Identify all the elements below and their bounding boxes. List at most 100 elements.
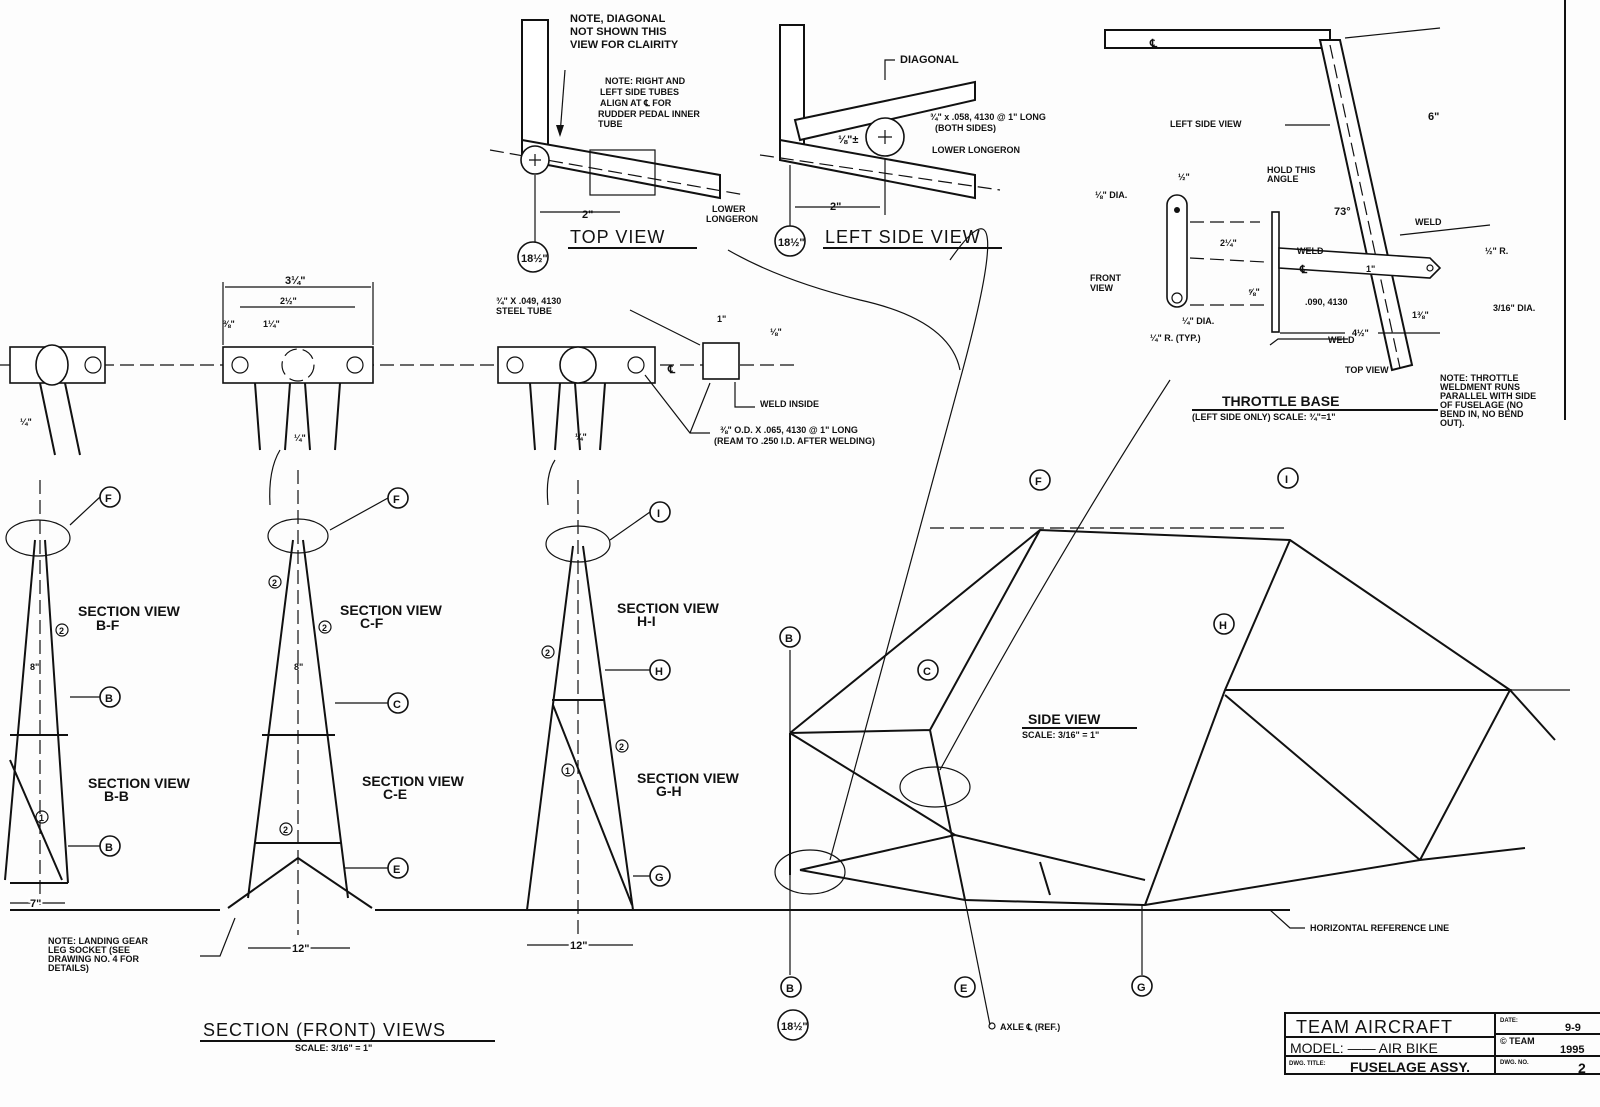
station-bubble: B [780,976,802,998]
station-bubble-part: C [923,666,931,678]
scale-label: SCALE: 3/16" = 1" [295,1043,372,1053]
station-bubble-part [1277,467,1299,489]
dimension-label: 8" [294,662,303,672]
note-text: LEG SOCKET (SEE [48,945,130,955]
station-bubble-part: H [655,666,663,678]
part-number-tag-part: 2 [59,626,64,636]
upper-tube [1104,29,1331,49]
part-number-tag-part [55,623,69,637]
dimension-label: 1⅜" [1412,310,1429,320]
view-title: THROTTLE BASE [1222,393,1339,409]
station-bubble-part: G [655,872,664,884]
dimension-label: ⅛" [770,327,782,337]
side-view-fuselage-part [1269,909,1305,929]
dimension-label: 2½" [280,296,297,306]
station-bubble: F [1029,469,1051,491]
dimension-label: 7" [30,898,41,910]
callout-text: FRONT [1090,273,1121,283]
diagonal-tube [793,80,976,142]
callout-text: ⅛" DIA. [1095,190,1127,200]
section-id: C-E [383,786,407,802]
bushing-square [702,342,740,380]
part-number-tag-part [615,739,629,753]
station-bubble: F [387,487,409,509]
throttle-base-detail-part [1269,338,1348,346]
callout-text: .090, 4130 [1305,297,1348,307]
station-bubble: E [954,976,976,998]
drawing-number: 2 [1578,1060,1586,1076]
dimension-label: 2¼" [1220,238,1237,248]
view-title: TOP VIEW [570,227,665,247]
note-text: OF FUSELAGE (NO [1440,400,1523,410]
note-text: PARALLEL WITH SIDE [1440,391,1536,401]
note-text: DETAILS) [48,963,89,973]
part-number-tag: 1 [561,763,575,777]
station-bubble: H [1213,613,1235,635]
dimension-label: ¼" [575,432,587,442]
scale-label: (LEFT SIDE ONLY) SCALE: ¾"=1" [1192,412,1335,422]
part-number-tag: 2 [318,620,332,634]
callout-text: VIEW [1090,283,1114,293]
rudder-pedal-tube [589,149,656,196]
dimension-label: 2" [830,201,841,213]
section-views-part [200,917,236,957]
throttle-base-detail-part [1189,257,1266,263]
note-text: WELDMENT RUNS [1440,382,1520,392]
tube-details-row-part [39,382,81,456]
part-number-tag-part [268,575,282,589]
callout-text: ⅜" O.D. X .065, 4130 @ 1" LONG [720,425,858,435]
station-bubble-part: H [1219,620,1227,632]
side-view-fuselage-part [939,379,1171,771]
station-bubble-part [1131,975,1153,997]
station-bubble-part: B [785,633,793,645]
dimension-label: 3¼" [285,275,306,287]
note-text: DRAWING NO. 4 FOR [48,954,140,964]
callout-text: ¾" x .058, 4130 @ 1" LONG [930,112,1046,122]
throttle-front-view [1166,194,1188,308]
note-text: NOTE: RIGHT AND [605,76,686,86]
model-name: MODEL: —— AIR BIKE [1290,1040,1438,1056]
callout-text: LONGERON [706,214,758,224]
dimension-label: ½" [1178,172,1190,182]
dimension-label: 12" [292,943,309,955]
dimension-label: 1" [717,314,726,324]
side-view-fuselage-part [829,228,989,861]
tube-details-row-part [84,356,102,374]
copyright-year: 1995 [1560,1044,1584,1056]
station-bubble: H [649,659,671,681]
part-number-tag-part: 2 [619,742,624,752]
callout-text: LOWER LONGERON [932,145,1020,155]
side-view-fuselage-part [988,1022,996,1030]
lower-longeron-tube [779,138,976,200]
station-bubble-part: F [1035,476,1042,488]
dimension-label: ⅛"± [838,134,858,146]
company-name: TEAM AIRCRAFT [1296,1017,1453,1037]
tube-details-row-part [644,374,711,434]
view-title: LEFT SIDE VIEW [825,227,981,247]
field-label: DWG. TITLE: [1289,1061,1326,1067]
dimension-label: 4½" [1352,328,1369,338]
part-number-tag-part [35,810,49,824]
side-view-fuselage-part [774,849,846,895]
callout-text: (REAM TO .250 I.D. AFTER WELDING) [714,436,875,446]
part-number-tag: 2 [268,575,282,589]
station-marker-18-half-part [777,1009,809,1041]
callout-text: 3/16" DIA. [1493,303,1535,313]
note-text: TUBE [598,119,623,129]
station-bubble-part [779,626,801,648]
callout-text: WELD [1328,335,1355,345]
note-text: RUDDER PEDAL INNER [598,109,700,119]
callout-text: WELD [1415,217,1442,227]
side-view-fuselage-part [727,249,961,371]
station-bubble: G [1131,975,1153,997]
dimension-label: 8" [30,662,39,672]
station-marker-18-half: 18½" [777,1009,809,1041]
title-block: TEAM AIRCRAFT MODEL: —— AIR BIKE DWG. TI… [1284,1012,1600,1076]
station-bubble-part: F [105,493,112,505]
station-bubble-part: B [105,693,113,705]
callout-text: ¾" X .049, 4130 [496,296,561,306]
callout-text: WELD INSIDE [760,399,819,409]
dimension-label: ⅜" [223,319,235,329]
section-id: G-H [656,783,682,799]
